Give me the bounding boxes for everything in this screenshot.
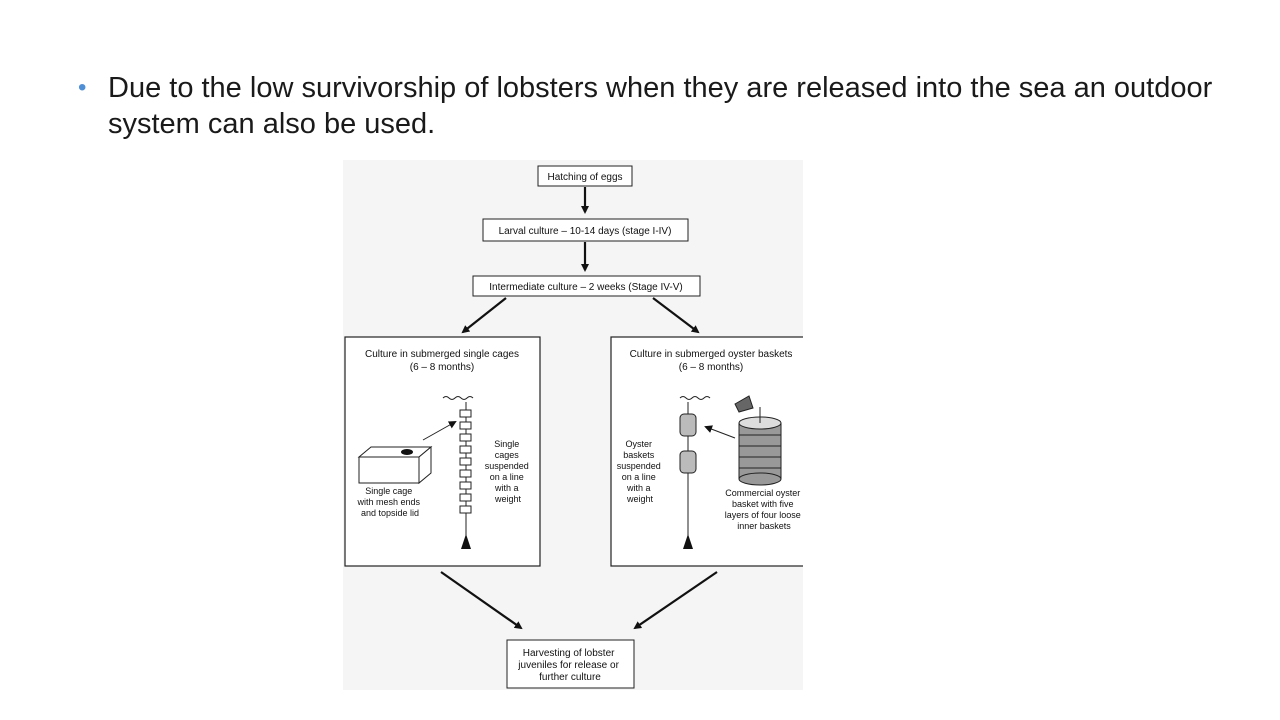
flow-arrow-right <box>652 297 700 334</box>
cage-pointer-arrow <box>422 421 457 441</box>
basket-pointer-arrow <box>704 425 736 439</box>
weight-icon-right <box>683 534 693 549</box>
flow-arrow-bottom-right <box>633 571 718 630</box>
diagram-svg: Hatching of eggs Larval culture – 10-14 … <box>344 165 809 689</box>
bullet-text: Due to the low survivorship of lobsters … <box>108 72 1213 140</box>
step-hatching-label: Hatching of eggs <box>547 172 622 183</box>
cages-line-caption: Single cages suspended on a line with a … <box>485 439 532 504</box>
water-surface-icon <box>442 396 474 400</box>
step-intermediate-box: Intermediate culture – 2 weeks (Stage IV… <box>472 275 701 297</box>
oyster-basket-float-1 <box>679 413 697 437</box>
cage-stack <box>459 409 472 514</box>
bullet-icon: • <box>78 74 87 101</box>
step-larval-box: Larval culture – 10-14 days (stage I-IV) <box>482 218 689 242</box>
bullet-item: • Due to the low survivorship of lobster… <box>78 70 1228 142</box>
panel-right-title: Culture in submerged oyster baskets <box>630 349 793 360</box>
weight-icon <box>461 534 471 549</box>
water-surface-icon-right <box>679 396 711 400</box>
step-hatching-box: Hatching of eggs <box>537 165 633 187</box>
oyster-line-caption: Oyster baskets suspended on a line with … <box>617 439 664 504</box>
basket-caption: Commercial oyster basket with five layer… <box>725 488 803 531</box>
panel-right-duration: (6 – 8 months) <box>679 362 743 373</box>
slide-text-area: • Due to the low survivorship of lobster… <box>78 70 1228 142</box>
flow-arrow-left <box>461 297 507 334</box>
lobster-culture-diagram: Hatching of eggs Larval culture – 10-14 … <box>343 160 809 690</box>
flow-arrow-bottom-left <box>440 571 523 630</box>
panel-single-cages: Culture in submerged single cages (6 – 8… <box>344 336 541 567</box>
commercial-basket-icon <box>734 395 782 486</box>
single-cage-icon <box>357 445 433 485</box>
step-intermediate-label: Intermediate culture – 2 weeks (Stage IV… <box>489 282 682 293</box>
panel-oyster-baskets: Culture in submerged oyster baskets (6 –… <box>610 336 809 567</box>
panel-left-duration: (6 – 8 months) <box>410 362 474 373</box>
final-harvest-box: Harvesting of lobster juveniles for rele… <box>506 639 635 689</box>
oyster-basket-float-2 <box>679 450 697 474</box>
cage-caption: Single cage with mesh ends and topside l… <box>356 486 422 518</box>
panel-left-title: Culture in submerged single cages <box>365 349 519 360</box>
step-larval-label: Larval culture – 10-14 days (stage I-IV) <box>499 226 672 237</box>
final-harvest-label: Harvesting of lobster juveniles for rele… <box>517 648 621 683</box>
